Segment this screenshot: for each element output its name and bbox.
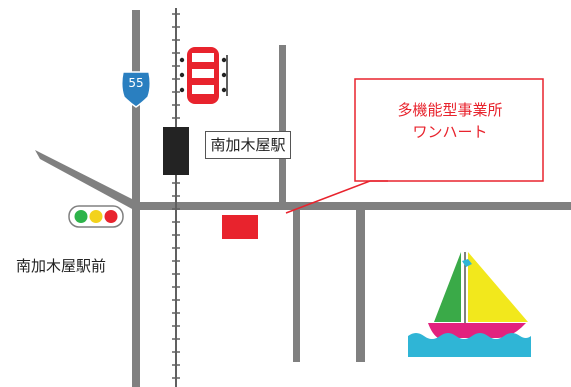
road-diagonal (35, 150, 138, 210)
road-vertical-main (132, 10, 140, 387)
roads (35, 10, 571, 387)
route-shield-icon (120, 71, 152, 108)
sailboat-icon (408, 252, 531, 357)
route-number-label: 55 (128, 76, 144, 90)
road-vertical-right (356, 209, 365, 362)
facility-name-line1: 多機能型事業所 (397, 101, 503, 119)
intersection-name-label: 南加木屋駅前 (16, 257, 107, 275)
station-name-label: 南加木屋駅 (205, 131, 291, 159)
facility-marker (222, 215, 258, 239)
road-vertical-lower (293, 209, 300, 362)
road-horizontal-main (132, 202, 571, 210)
facility-callout (285, 78, 544, 214)
railway (172, 8, 180, 387)
road-vertical-middle (279, 45, 286, 205)
station-building-icon (163, 127, 189, 175)
facility-name-label: 多機能型事業所 ワンハート (358, 99, 542, 143)
train-icon (179, 47, 228, 104)
traffic-signal-icon (68, 205, 124, 228)
facility-name-line2: ワンハート (412, 123, 488, 141)
